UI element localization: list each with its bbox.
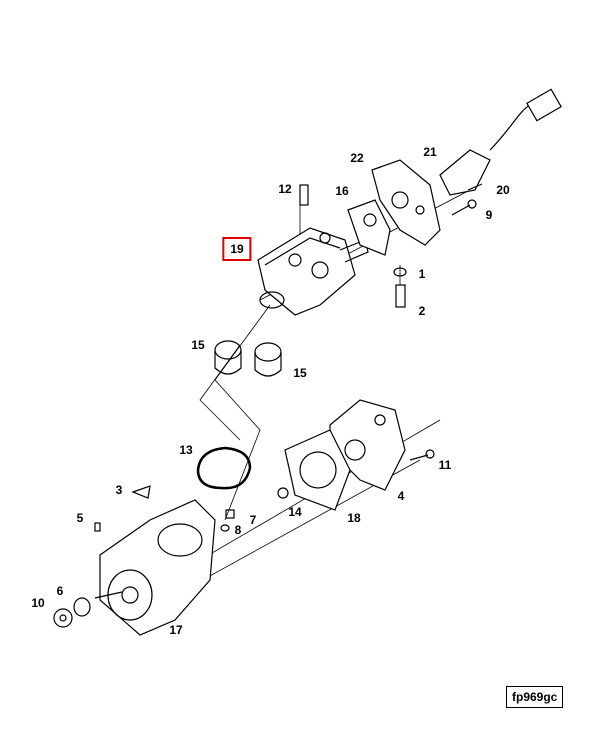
tappet-15b	[254, 342, 282, 377]
seal-13	[196, 446, 252, 490]
bolt-20	[467, 183, 483, 191]
plate-16	[347, 199, 391, 256]
pump-head-19	[257, 227, 369, 316]
valve-21	[439, 88, 562, 196]
callout-21[interactable]: 21	[423, 145, 437, 159]
gasket-3	[131, 485, 151, 499]
washer-6	[73, 597, 91, 617]
callout-3[interactable]: 3	[115, 483, 123, 497]
callout-16[interactable]: 16	[335, 184, 349, 198]
figure-reference-code: fp969gc	[506, 686, 564, 708]
callout-15-right[interactable]: 15	[293, 366, 307, 380]
callout-20[interactable]: 20	[496, 183, 510, 197]
callout-11[interactable]: 11	[438, 458, 452, 472]
callout-19-highlighted[interactable]: 19	[222, 237, 252, 261]
callout-17[interactable]: 17	[169, 623, 183, 637]
callout-10[interactable]: 10	[31, 596, 45, 610]
pump-body-17	[94, 499, 216, 636]
callout-18[interactable]: 18	[347, 511, 361, 525]
oring-1	[393, 267, 407, 277]
callout-15-left[interactable]: 15	[191, 338, 205, 352]
plug-7	[225, 509, 235, 519]
tappet-15a	[214, 340, 242, 375]
bracket-22	[371, 159, 441, 246]
callout-4[interactable]: 4	[397, 489, 405, 503]
callout-14[interactable]: 14	[288, 505, 302, 519]
callout-5[interactable]: 5	[76, 511, 84, 525]
nut-10	[53, 608, 73, 628]
callout-6[interactable]: 6	[56, 584, 64, 598]
bolt-11	[409, 449, 435, 461]
callout-13[interactable]: 13	[179, 443, 193, 457]
callout-1[interactable]: 1	[418, 267, 426, 281]
gasket-18	[284, 429, 351, 511]
callout-9[interactable]: 9	[485, 208, 493, 222]
nut-14	[277, 487, 289, 499]
callout-2[interactable]: 2	[418, 304, 426, 318]
callout-12[interactable]: 12	[278, 182, 292, 196]
bolt-9	[451, 199, 477, 216]
callout-8[interactable]: 8	[234, 523, 242, 537]
callout-7[interactable]: 7	[249, 513, 257, 527]
fitting-2	[395, 284, 406, 308]
oring-8	[220, 524, 230, 532]
pin-5	[94, 522, 101, 532]
bolt-12	[299, 184, 309, 206]
callout-22[interactable]: 22	[350, 151, 364, 165]
